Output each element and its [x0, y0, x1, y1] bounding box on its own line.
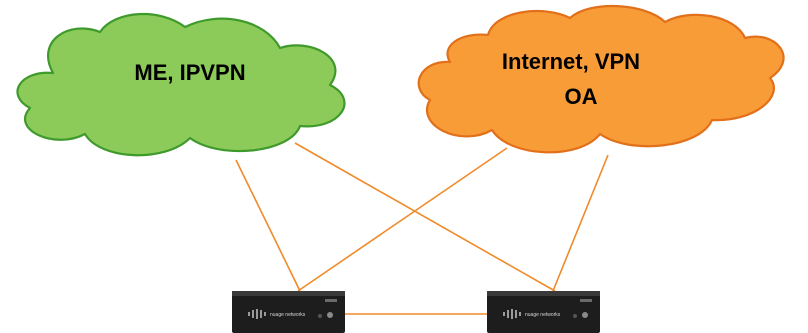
device-left: nuage networks — [232, 291, 345, 333]
cloud-internet-vpn-oa: Internet, VPN OA — [417, 4, 785, 154]
link-right-cloud-to-left-device — [297, 147, 508, 292]
device-brand-label: nuage networks — [525, 312, 561, 318]
device-brand-label: nuage networks — [270, 312, 306, 318]
link-right-cloud-to-right-device — [552, 154, 609, 292]
links — [235, 142, 609, 315]
router-appliance-icon — [487, 291, 600, 333]
link-left-cloud-to-left-device — [235, 159, 301, 292]
device-right: nuage networks — [487, 291, 600, 333]
cloud-icon — [417, 4, 785, 154]
cloud-label-line: ME, IPVPN — [134, 60, 245, 85]
cloud-me-ipvpn: ME, IPVPN — [16, 12, 346, 157]
cloud-label-line: Internet, VPN — [502, 49, 640, 74]
link-left-cloud-to-right-device — [294, 142, 556, 292]
cloud-label-line: OA — [565, 84, 598, 109]
router-appliance-icon — [232, 291, 345, 333]
cloud-icon — [16, 12, 346, 157]
